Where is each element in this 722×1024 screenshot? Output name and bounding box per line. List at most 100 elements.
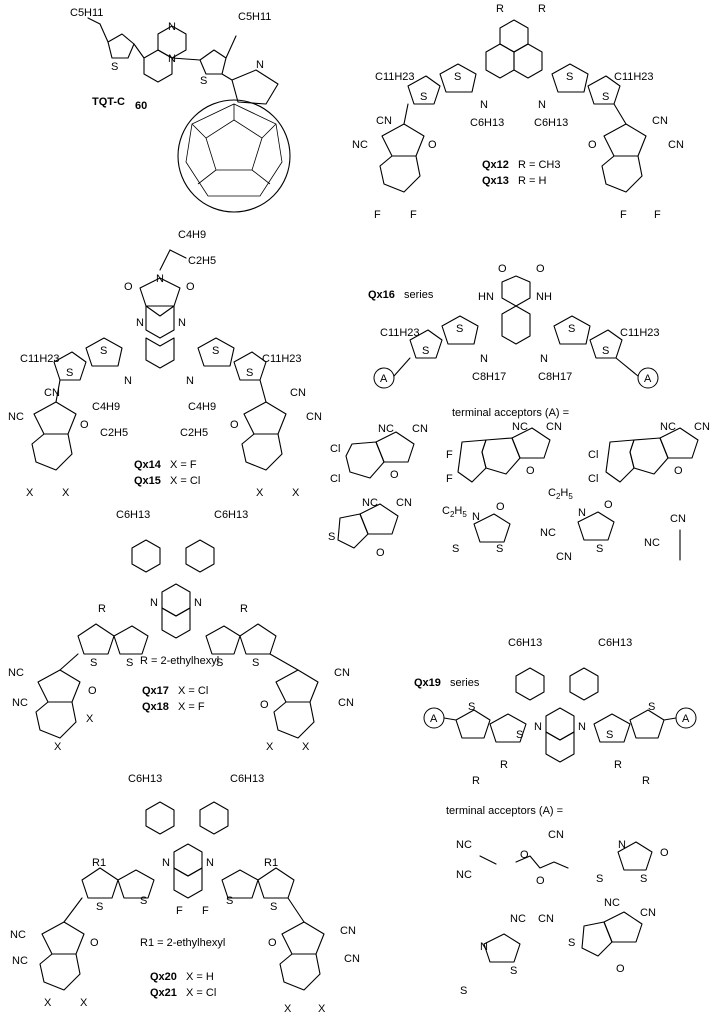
atom-s: S <box>516 729 523 741</box>
thiophene-ring <box>113 625 149 655</box>
structure-tqt-c60: N N S C5H11 S C5H11 N TQT-C 60 <box>70 7 291 213</box>
atom-f: F <box>374 209 381 221</box>
atom-cn: CN <box>668 139 684 151</box>
fullerene-cage <box>177 99 291 213</box>
atom-o: O <box>80 419 89 431</box>
atom-nc: NC <box>456 869 472 881</box>
atom-s: S <box>648 701 655 713</box>
alkyl-label: C6H13 <box>534 117 568 129</box>
structure-qx14-qx15: C4H9 C2H5 N O O N N S S S S N N C11H23 C… <box>8 229 322 499</box>
atom-cn: CN <box>652 115 668 127</box>
structure-qx19-series: C6H13 C6H13 Qx19 series N N S S S S R R … <box>414 637 697 997</box>
atom-s: S <box>568 937 575 949</box>
series-label: series <box>450 677 480 689</box>
pentyl-label: C5H11 <box>238 11 271 23</box>
atom-s: S <box>328 531 335 543</box>
atom-f: F <box>202 905 209 917</box>
benzo-ring <box>379 155 421 193</box>
atom-s: S <box>420 91 427 103</box>
atom-o: O <box>124 281 133 293</box>
alkyl-label: C2H5 <box>442 505 467 519</box>
acceptor-placeholder <box>637 367 659 389</box>
compound-label: Qx15 <box>134 475 161 487</box>
atom-n: N <box>124 375 132 387</box>
atom-s: S <box>602 345 609 357</box>
compound-definition: X = F <box>178 701 205 713</box>
atom-nc: NC <box>8 667 24 679</box>
atom-nc: NC <box>604 897 620 909</box>
atom-nc: NC <box>10 929 26 941</box>
acceptor-dicyano-rhodanine: C2H5 N O S NC CN <box>540 487 615 563</box>
atom-n: N <box>540 353 548 365</box>
atom-n: N <box>578 507 586 519</box>
alkyl-label: C11H23 <box>20 353 60 365</box>
atom-o: O <box>88 685 97 697</box>
pentyl-label: C5H11 <box>70 7 103 19</box>
alkyl-label: C4H9 <box>92 401 120 413</box>
alkyl-label: C2H5 <box>188 255 216 267</box>
acceptor-cyanoacrylate: CN O O <box>515 829 569 887</box>
atom-o: O <box>616 963 625 975</box>
atom-x: X <box>86 713 94 725</box>
atom-s: S <box>111 61 118 73</box>
atom-s: S <box>66 367 73 379</box>
thiophene-ring <box>551 63 589 93</box>
atom-cn: CN <box>412 423 428 435</box>
atom-x: X <box>62 487 70 499</box>
compound-label: Qx21 <box>150 987 177 999</box>
atom-o: O <box>536 875 545 887</box>
indanone-ring <box>243 401 287 435</box>
benzo-ring <box>173 867 203 899</box>
atom-f: F <box>620 209 627 221</box>
atom-s: S <box>200 75 207 87</box>
indanone-ring <box>33 401 77 435</box>
atom-s: S <box>452 543 459 555</box>
acceptor-dicyanovinyl: NC NC <box>456 839 497 881</box>
atom-f: F <box>176 905 183 917</box>
atom-n: N <box>618 839 626 851</box>
thiophene-ring <box>77 623 115 655</box>
atom-nc: NC <box>510 913 526 925</box>
atom-o: O <box>496 501 505 513</box>
atom-nc: NC <box>378 423 394 435</box>
atom-f: F <box>654 209 661 221</box>
series-label: series <box>404 289 434 301</box>
atom-s: S <box>270 901 277 913</box>
acceptor-thiophene-ic: NC CN S O <box>328 497 412 559</box>
atom-s: S <box>100 345 107 357</box>
atom-cn: CN <box>290 387 306 399</box>
thiophene-ring <box>199 49 227 75</box>
atom-n: N <box>256 59 264 71</box>
benzo-ring <box>545 731 575 763</box>
atom-cn: CN <box>548 829 564 841</box>
atom-s: S <box>602 91 609 103</box>
compound-label: Qx12 <box>482 159 509 171</box>
atom-n: N <box>534 721 542 733</box>
atom-x: X <box>80 997 88 1009</box>
compound-definition: X = Cl <box>186 987 216 999</box>
atom-n: N <box>538 99 546 111</box>
benzo-ring <box>273 701 315 739</box>
benzo-ring <box>31 433 73 471</box>
alkyl-label: C6H13 <box>598 637 632 649</box>
atom-o: O <box>604 499 613 511</box>
atom-n: N <box>156 273 164 285</box>
aryl-ring <box>145 801 175 835</box>
compound-definition: X = Cl <box>178 685 208 697</box>
atom-s: S <box>568 323 575 335</box>
alkyl-label: C2H5 <box>548 487 573 501</box>
pyrazine-ring <box>499 19 529 53</box>
pyrazine-ring <box>545 707 575 741</box>
atom-r: R <box>98 603 106 615</box>
thiophene-ring <box>239 623 277 655</box>
atom-s: S <box>456 323 463 335</box>
atom-cn: CN <box>538 913 554 925</box>
alkyl-label: C11H23 <box>620 327 660 339</box>
benzo-ring <box>39 953 81 991</box>
atom-cl: Cl <box>588 449 598 461</box>
atom-s: S <box>468 701 475 713</box>
atom-x: X <box>302 741 310 753</box>
alkyl-label: C4H9 <box>178 229 206 241</box>
benzo-ring <box>241 433 283 471</box>
thiophene-ring <box>197 337 235 367</box>
